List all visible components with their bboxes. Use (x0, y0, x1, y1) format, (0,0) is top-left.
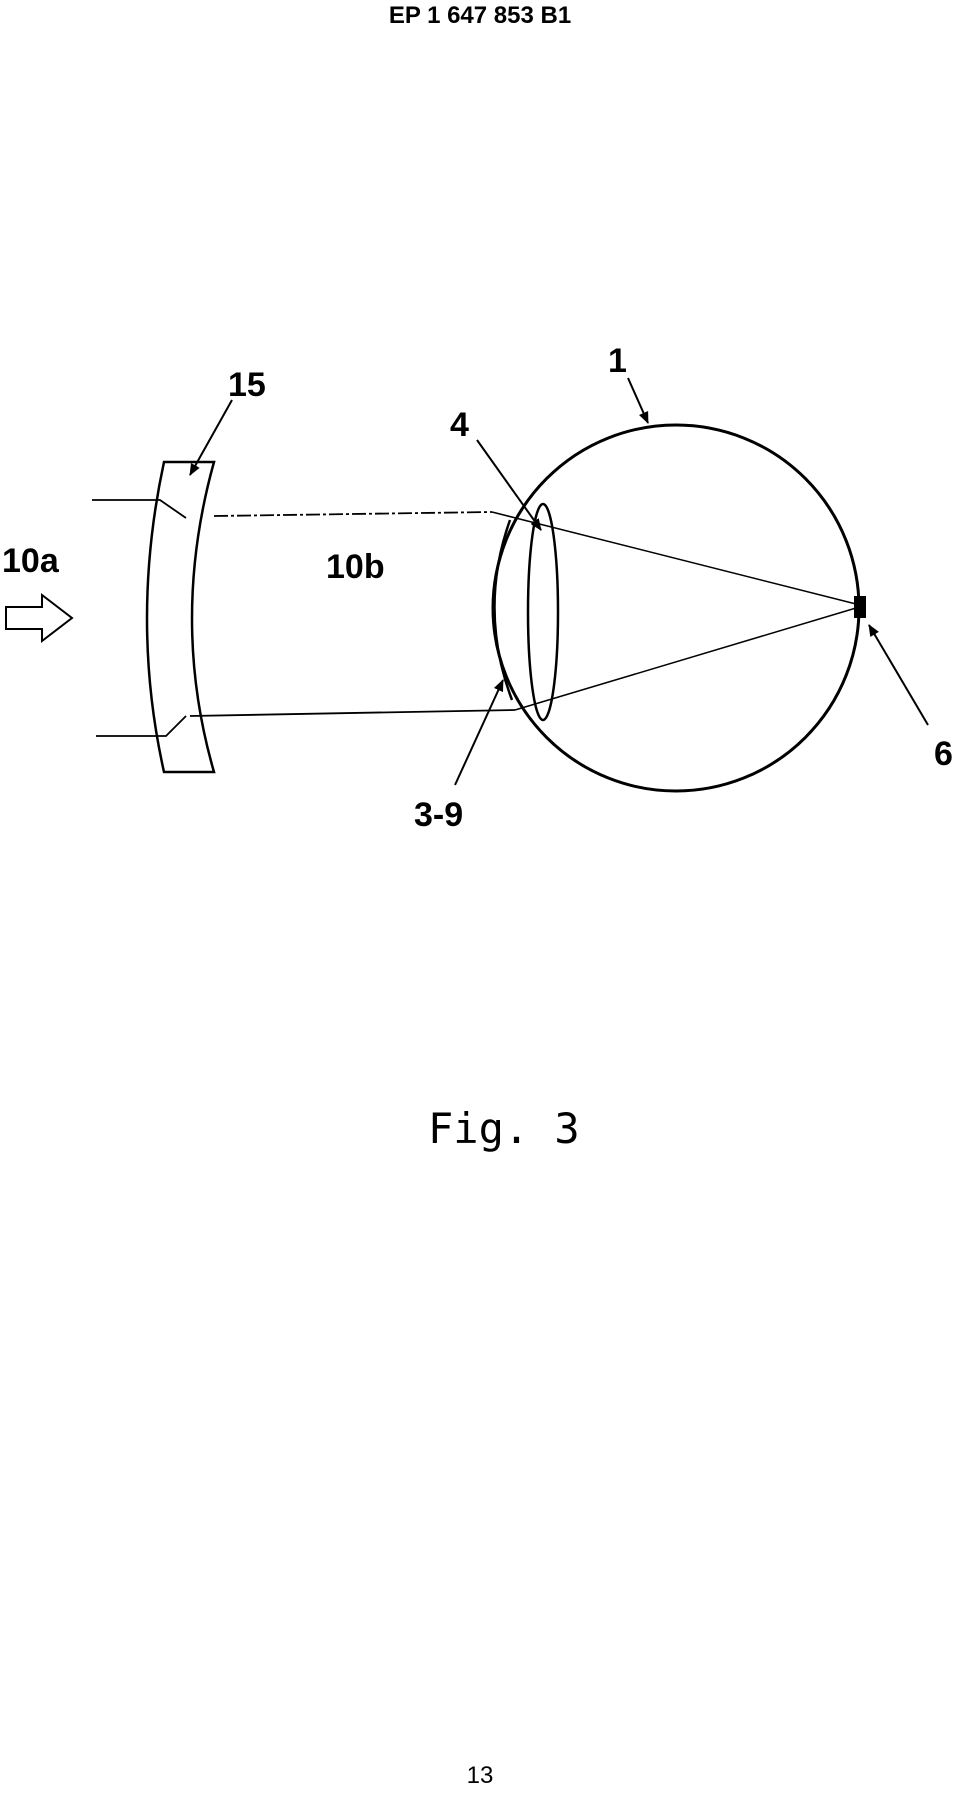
label-refracted-beam: 10b (326, 548, 385, 586)
cornea-outline (493, 519, 514, 701)
label-retina-point: 6 (934, 735, 953, 773)
leader-lens (476, 439, 542, 531)
beam-lower-line (96, 715, 187, 737)
page-number: 13 (466, 1762, 494, 1789)
label-eye: 1 (608, 342, 627, 380)
retina-point-marker (854, 596, 866, 618)
label-cornea-region: 3-9 (414, 796, 463, 834)
label-incoming-beam: 10a (2, 542, 60, 580)
leader-cornea-region (454, 679, 504, 786)
refracted-beam-upper (213, 511, 493, 517)
beam-upper-line (92, 499, 187, 519)
label-spectacle-lens: 15 (228, 366, 266, 404)
figure-caption: Fig. 3 (428, 1104, 580, 1153)
spectacle-lens-shape (145, 460, 216, 774)
leader-eye (627, 377, 649, 424)
label-lens: 4 (450, 406, 469, 444)
leader-retina-point (868, 624, 929, 726)
eyeball-circle (491, 423, 861, 793)
crystalline-lens (526, 502, 560, 722)
ray-lower (514, 607, 857, 711)
refracted-beam-lower (189, 709, 516, 717)
leader-spectacle-lens (189, 399, 233, 476)
incoming-arrow-icon (5, 592, 74, 644)
ray-upper (491, 511, 857, 605)
patent-header: EP 1 647 853 B1 (388, 2, 572, 29)
